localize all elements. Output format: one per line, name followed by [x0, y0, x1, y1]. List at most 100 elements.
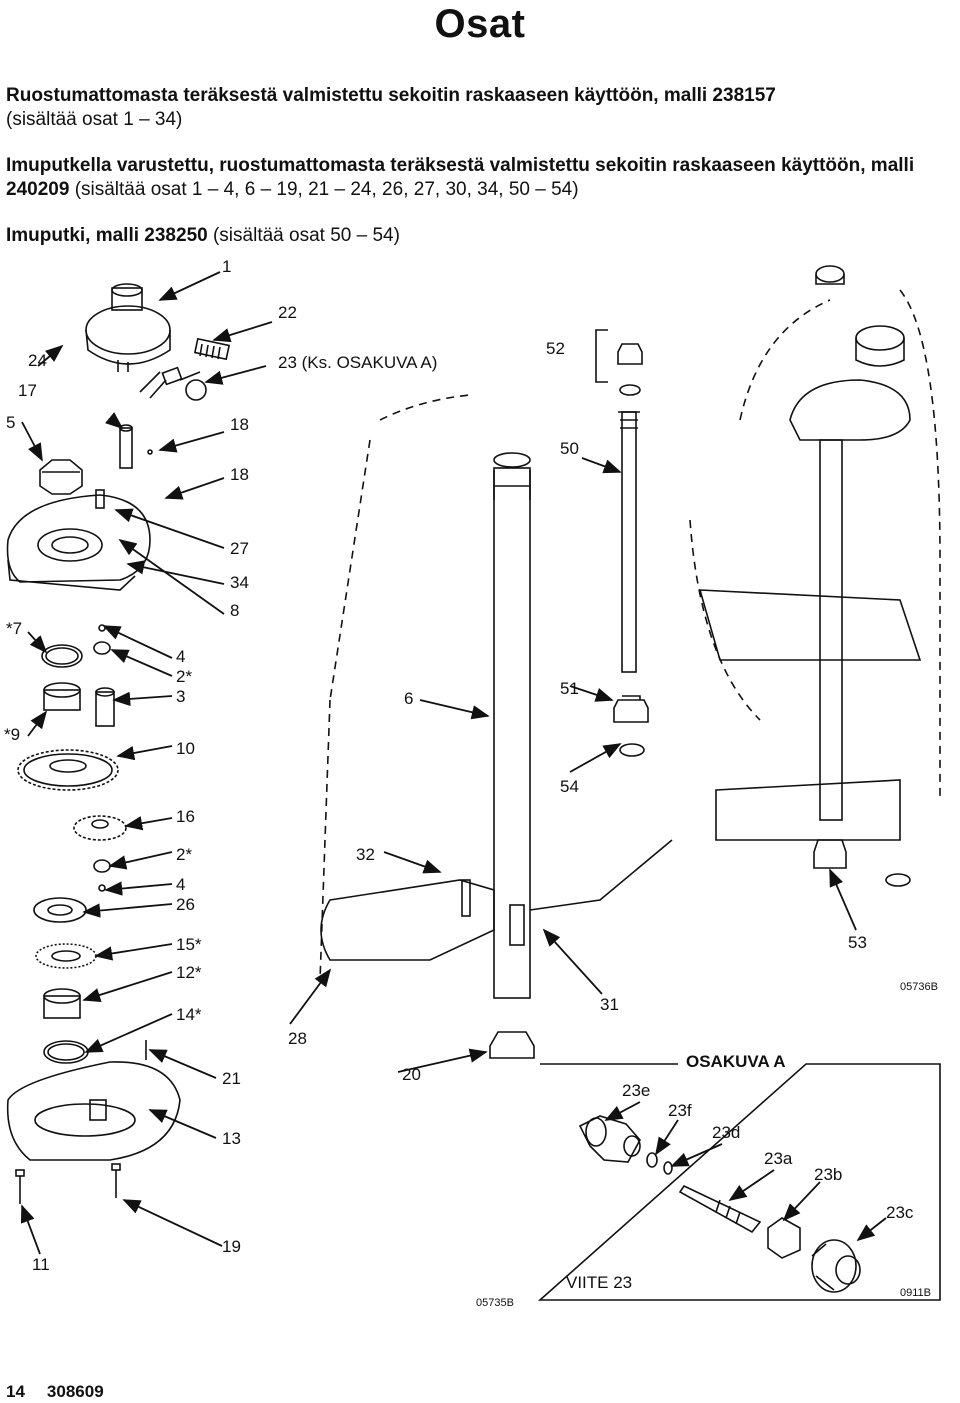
callout-17: 17 [18, 381, 37, 400]
leader-lines [20, 271, 887, 1255]
part-13-lower-housing [6, 1040, 181, 1161]
model-238250-title: Imuputki, malli 238250 [6, 225, 208, 246]
part-22-filter [193, 337, 231, 361]
callout-18b: 18 [230, 465, 249, 484]
model-240209-parts: (sisältää osat 1 – 4, 6 – 19, 21 – 24, 2… [74, 179, 579, 200]
part-23d-oring [663, 1161, 673, 1175]
drawing-code-left: 05735B [476, 1297, 514, 1309]
callout-3: 3 [176, 687, 186, 706]
callout-4a: 4 [176, 647, 186, 666]
callout-23: 23 (Ks. OSAKUVA A) [278, 353, 438, 372]
callout-16: 16 [176, 807, 195, 826]
part-54-oring [619, 743, 645, 757]
part-52-bracket [595, 329, 608, 383]
callout-15: 15* [176, 935, 202, 954]
part-51-fitting [613, 695, 649, 723]
part-24-fitting [139, 366, 183, 399]
callout-23e: 23e [622, 1081, 651, 1100]
part-18-shaft-pin [119, 424, 153, 469]
part-23f-washer [646, 1152, 658, 1168]
callout-18a: 18 [230, 415, 249, 434]
part-53-plug [813, 839, 847, 869]
part-2-bushing [93, 859, 111, 892]
assembled-mixer-head [698, 265, 922, 887]
callout-14: 14* [176, 1005, 202, 1024]
drawing-code-main: 05736B [900, 981, 938, 993]
part-23a-stem [678, 1184, 762, 1234]
page-number: 14 [6, 1382, 25, 1401]
part-52-nut [617, 343, 643, 396]
part-3-pinion [95, 687, 115, 727]
part-23e-body [578, 1115, 641, 1163]
part-12-bearing [43, 988, 81, 1019]
part-15-thrust-bearing [35, 943, 97, 969]
model-238157-title: Ruostumattomasta teräksestä valmistettu … [6, 85, 776, 106]
part-23b-nut [767, 1217, 801, 1259]
callout-51: 51 [560, 679, 579, 698]
callout-52: 52 [546, 339, 565, 358]
callout-50: 50 [560, 439, 579, 458]
callout-32: 32 [356, 845, 375, 864]
part-7-ring [41, 644, 83, 668]
part-16-gear [73, 815, 127, 841]
part-23c-knob [811, 1239, 861, 1293]
callout-6: 6 [404, 689, 414, 708]
callout-34: 34 [230, 573, 249, 592]
part-6-tube [493, 452, 531, 999]
part-28-impeller [320, 839, 673, 961]
callout-27: 27 [230, 539, 249, 558]
callout-19: 19 [222, 1237, 241, 1256]
callout-5: 5 [6, 413, 16, 432]
page-title: Osat [434, 2, 526, 46]
callout-26: 26 [176, 895, 195, 914]
part-1-cover [85, 283, 171, 372]
callout-2b: 2* [176, 845, 193, 864]
part-27-housing [6, 489, 151, 591]
callout-22: 22 [278, 303, 297, 322]
callout-10: 10 [176, 739, 195, 758]
detail-a-title: OSAKUVA A [686, 1052, 786, 1071]
part-10-gear [17, 749, 119, 791]
callout-23a: 23a [764, 1149, 793, 1168]
part-9-bearing [43, 682, 81, 711]
callout-20: 20 [402, 1065, 421, 1084]
part-5-plug [39, 459, 83, 495]
callout-4b: 4 [176, 875, 186, 894]
callout-23f: 23f [668, 1101, 692, 1120]
page-footer: 14 308609 [6, 1382, 126, 1402]
callout-24: 24 [28, 351, 47, 370]
part-50-suction-tube [618, 411, 640, 673]
callout-9: *9 [4, 725, 21, 744]
part-14-ring [43, 1040, 89, 1064]
model-238157-description: Ruostumattomasta teräksestä valmistettu … [6, 84, 946, 132]
part-20-plug [489, 1031, 535, 1059]
callout-23b: 23b [814, 1165, 843, 1184]
document-number: 308609 [46, 1382, 104, 1401]
part-23-valve [179, 371, 207, 401]
drawing-code-detail: 0911B [900, 1287, 931, 1299]
callout-12: 12* [176, 963, 202, 982]
model-238250-parts: (sisältää osat 50 – 54) [212, 225, 400, 246]
callout-8: 8 [230, 601, 240, 620]
model-238157-parts: (sisältää osat 1 – 34) [6, 109, 183, 130]
callout-23c: 23c [886, 1203, 914, 1222]
callout-13: 13 [222, 1129, 241, 1148]
part-19-screw [111, 1163, 121, 1198]
callout-31: 31 [600, 995, 619, 1014]
callout-11: 11 [32, 1255, 50, 1274]
model-238250-description: Imuputki, malli 238250 (sisältää osat 50… [6, 224, 946, 248]
detail-a-box [537, 1063, 941, 1301]
assembled-mixer-view [319, 289, 941, 981]
model-240209-description: Imuputkella varustettu, ruostumattomasta… [6, 154, 946, 202]
callout-28: 28 [288, 1029, 307, 1048]
callout-7: *7 [6, 619, 23, 638]
callout-2a: 2* [176, 667, 193, 686]
callout-1: 1 [222, 257, 232, 276]
callout-23d: 23d [712, 1123, 741, 1142]
callout-54: 54 [560, 777, 579, 796]
callout-21: 21 [222, 1069, 241, 1088]
detail-a-reference: VIITE 23 [566, 1273, 633, 1292]
callout-53: 53 [848, 933, 867, 952]
part-26-washer [33, 897, 87, 923]
